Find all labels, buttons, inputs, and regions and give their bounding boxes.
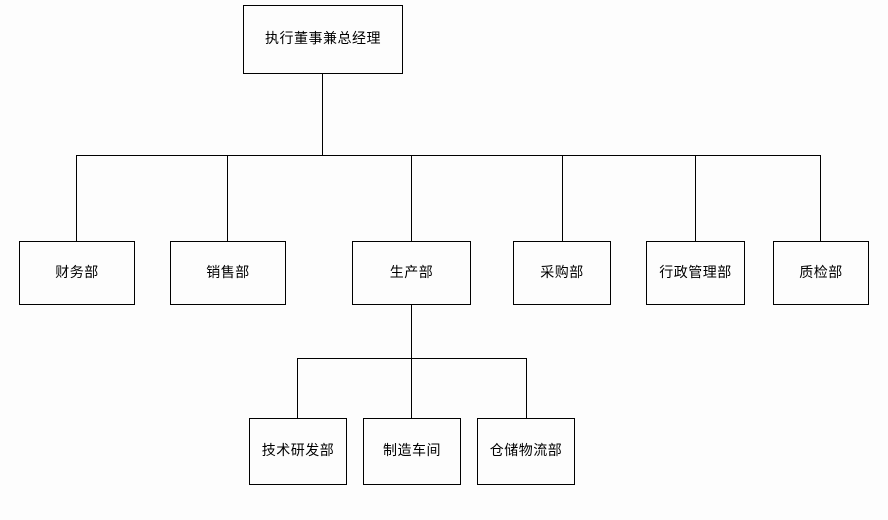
connector-stem-finance	[76, 155, 77, 241]
node-root-label: 执行董事兼总经理	[265, 31, 381, 48]
connector-stem-workshop	[411, 358, 412, 418]
node-purchasing[interactable]: 采购部	[513, 241, 611, 305]
node-finance[interactable]: 财务部	[19, 241, 135, 305]
node-workshop-label: 制造车间	[383, 443, 441, 460]
node-finance-label: 财务部	[55, 264, 99, 281]
node-rnd[interactable]: 技术研发部	[249, 418, 347, 485]
node-administration-label: 行政管理部	[659, 264, 732, 281]
node-root[interactable]: 执行董事兼总经理	[243, 5, 403, 74]
connector-stem-rnd	[297, 358, 298, 418]
connector-stem-purchasing	[562, 155, 563, 241]
node-production-label: 生产部	[389, 264, 434, 281]
node-sales[interactable]: 销售部	[170, 241, 286, 305]
connector-production-stem	[411, 305, 412, 358]
node-quality-label: 质检部	[799, 264, 843, 281]
connector-stem-quality	[820, 155, 821, 241]
connector-stem-sales	[227, 155, 228, 241]
node-purchasing-label: 采购部	[540, 264, 584, 281]
connector-bus-level3	[297, 358, 527, 359]
connector-stem-warehouse	[526, 358, 527, 418]
node-rnd-label: 技术研发部	[261, 443, 335, 460]
node-quality[interactable]: 质检部	[773, 241, 869, 305]
node-warehouse[interactable]: 仓储物流部	[477, 418, 575, 485]
node-workshop[interactable]: 制造车间	[363, 418, 461, 485]
connector-root-stem	[322, 74, 323, 155]
connector-bus-level2	[76, 155, 821, 156]
node-sales-label: 销售部	[206, 264, 250, 281]
node-production[interactable]: 生产部	[352, 241, 471, 305]
node-warehouse-label: 仓储物流部	[489, 443, 563, 460]
connector-stem-production	[411, 155, 412, 241]
connector-stem-administration	[695, 155, 696, 241]
node-administration[interactable]: 行政管理部	[646, 241, 745, 305]
